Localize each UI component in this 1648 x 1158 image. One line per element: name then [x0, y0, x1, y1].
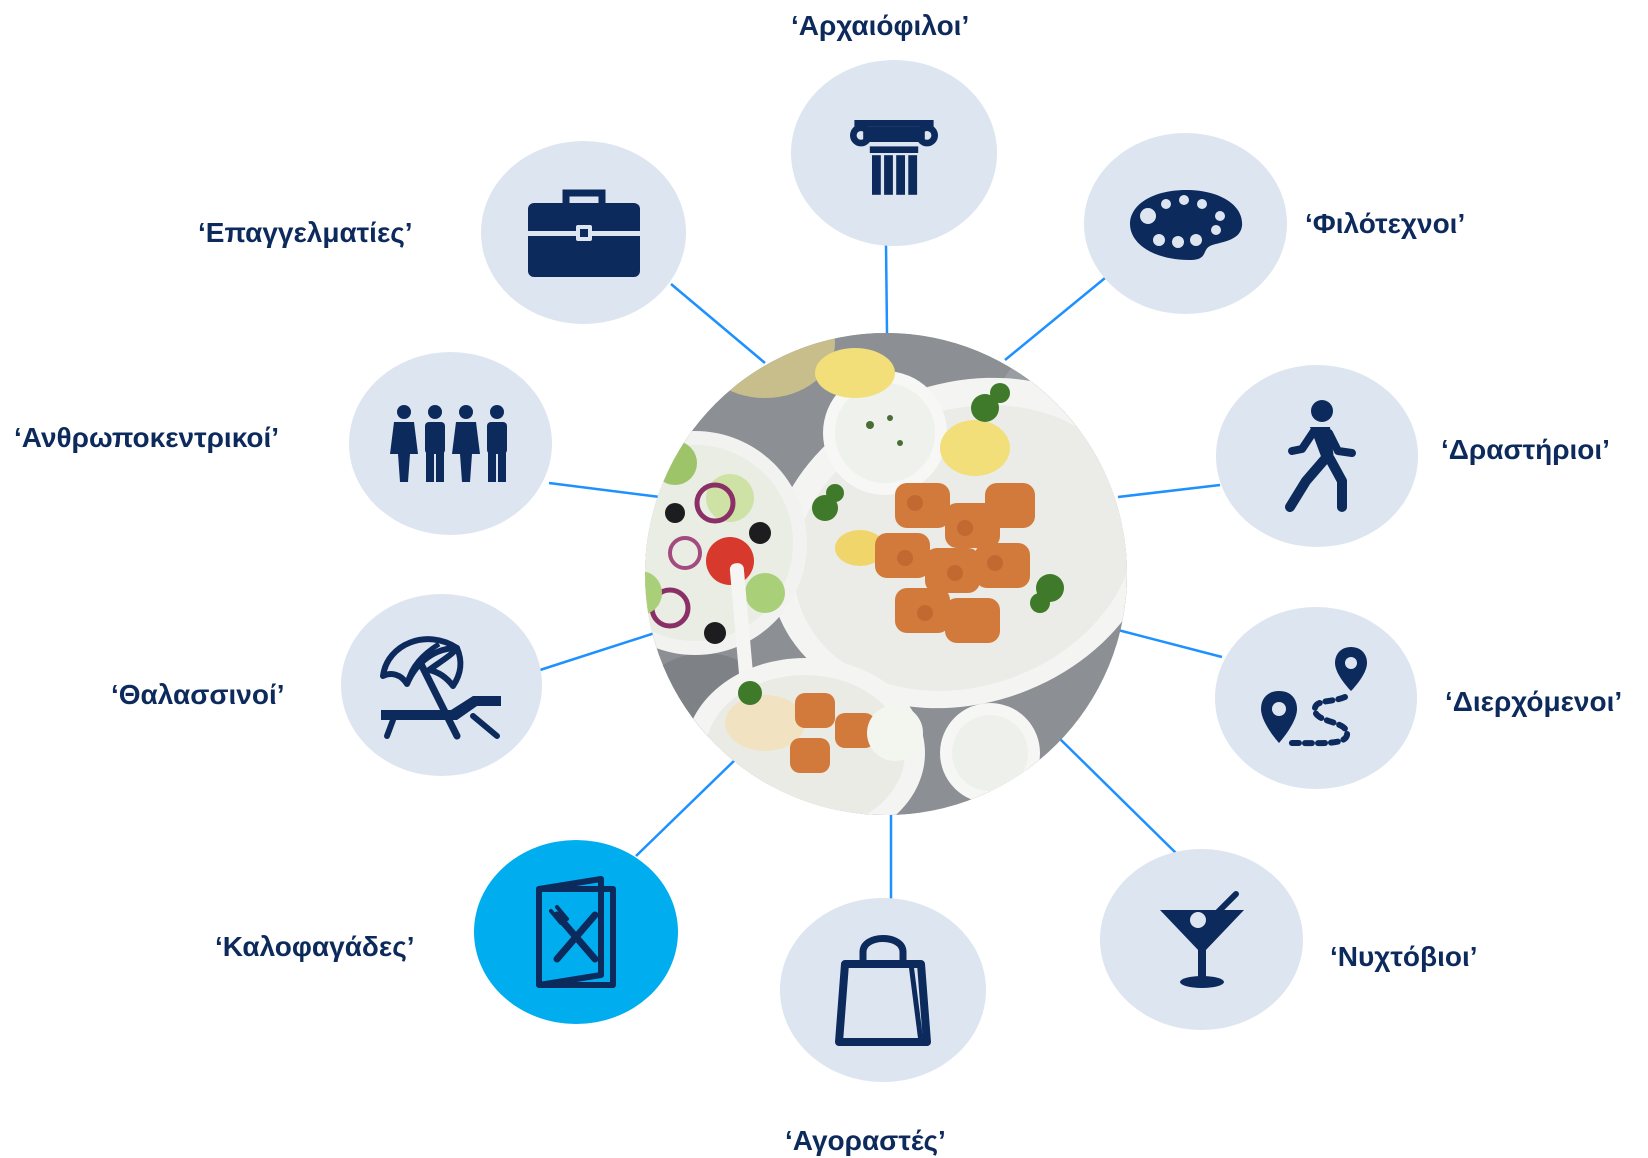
connector-nyxtovioi [1057, 736, 1181, 858]
label-archaiofiloi: ‘Αρχαιόφιλοι’ [791, 10, 970, 41]
node-dierxomenoi[interactable] [1215, 607, 1417, 789]
connector-epaggelmaties [670, 283, 766, 364]
label-dierxomenoi: ‘Διερχόμενοι’ [1445, 686, 1623, 717]
node-anthropokentrikoi[interactable] [349, 352, 552, 535]
group-of-people-icon [390, 404, 507, 482]
label-nyxtovioi: ‘Νυχτόβιοι’ [1330, 941, 1478, 972]
node-epaggelmaties[interactable] [481, 141, 686, 324]
node-thalassinoi[interactable] [341, 594, 542, 776]
paint-palette-icon [1129, 189, 1242, 260]
connector-drastirioi [1117, 483, 1221, 499]
connector-dierxomenoi [1117, 628, 1223, 659]
walking-person-icon [1285, 399, 1356, 512]
label-agorastes: ‘Αγοραστές’ [785, 1125, 946, 1156]
ionic-column-icon [850, 120, 938, 195]
node-agorastes[interactable] [780, 898, 986, 1082]
greek-food-photo [645, 333, 1127, 815]
label-anthropokentrikoi: ‘Ανθρωποκεντρικοί’ [14, 422, 280, 453]
connector-anthropokentrikoi [548, 481, 661, 499]
connector-archaiofiloi [884, 244, 889, 334]
node-filotexnoi[interactable] [1084, 133, 1287, 314]
shopping-bag-icon [835, 935, 931, 1046]
node-nyxtovioi[interactable] [1100, 849, 1303, 1030]
beach-umbrella-lounger-icon [379, 636, 501, 740]
connector-kalofagades [635, 756, 739, 857]
label-drastirioi: ‘Δραστήριοι’ [1441, 434, 1610, 465]
label-thalassinoi: ‘Θαλασσινοί’ [111, 679, 285, 710]
briefcase-icon [527, 189, 640, 277]
cocktail-glass-icon [1159, 890, 1244, 988]
connector-filotexnoi [1004, 277, 1106, 361]
label-kalofagades: ‘Καλοφαγάδες’ [215, 931, 415, 962]
label-epaggelmaties: ‘Επαγγελματίες’ [198, 217, 413, 248]
connector-thalassinoi [539, 630, 659, 672]
center-food-photo [645, 333, 1127, 815]
label-filotexnoi: ‘Φιλότεχνοι’ [1305, 208, 1466, 239]
route-pins-icon [1261, 647, 1367, 747]
menu-cutlery-icon [536, 875, 616, 988]
node-archaiofiloi[interactable] [791, 60, 997, 246]
node-kalofagades[interactable] [474, 840, 678, 1024]
node-drastirioi[interactable] [1216, 365, 1418, 547]
